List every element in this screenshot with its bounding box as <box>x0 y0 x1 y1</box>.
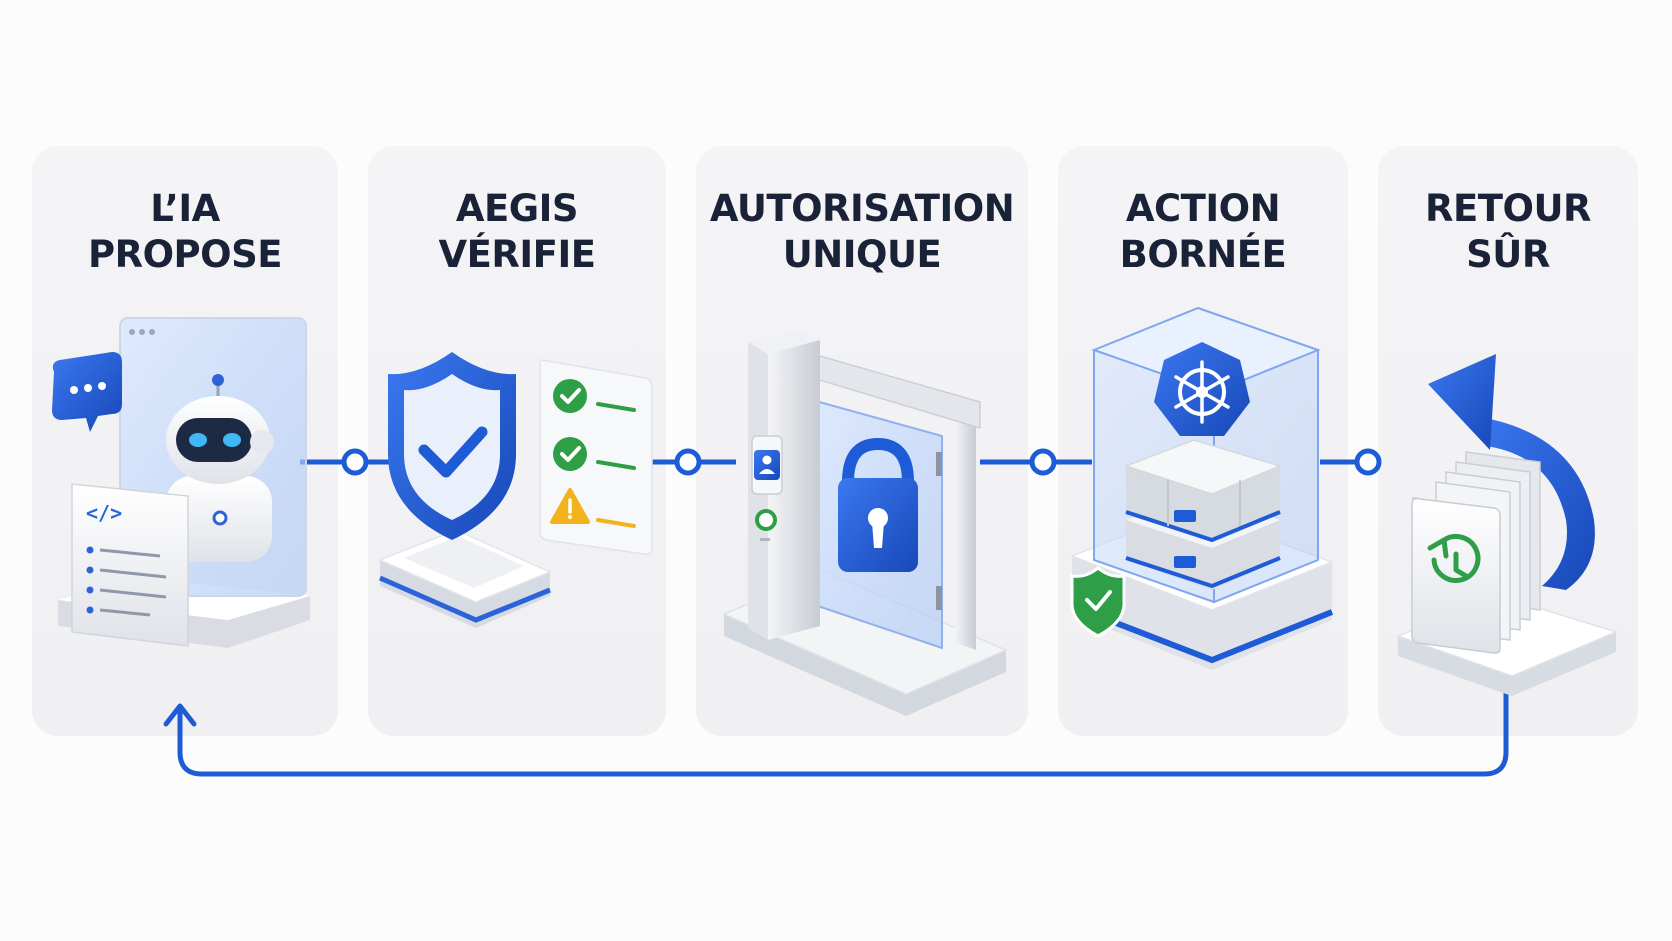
bounded-action-illustration <box>1069 306 1335 670</box>
robot-icon <box>166 374 274 562</box>
authorization-illustration <box>722 330 1008 716</box>
check-circle-icon <box>553 379 587 413</box>
chat-bubble-icon <box>52 352 122 432</box>
shield-check-icon <box>388 352 516 540</box>
step-title: RETOUR SÛR <box>1378 186 1638 278</box>
svg-text:</>: </> <box>86 501 122 525</box>
feedback-loop-arrow <box>163 687 1509 777</box>
step-title-line1: ACTION <box>1125 187 1281 230</box>
step-title-line1: AEGIS <box>455 187 579 230</box>
checklist-icon <box>539 359 653 556</box>
step-title: ACTION BORNÉE <box>1058 186 1348 278</box>
kubernetes-wheel-icon <box>1154 342 1250 436</box>
step-title-line1: RETOUR <box>1425 187 1592 230</box>
warning-icon <box>550 488 590 524</box>
aegis-verify-illustration <box>378 352 653 628</box>
connectors <box>300 448 1382 476</box>
history-stack-icon <box>1411 451 1541 654</box>
step-title-line2: PROPOSE <box>87 233 283 276</box>
code-document-icon: </> <box>71 483 189 647</box>
gate-icon <box>748 330 820 640</box>
check-circle-icon <box>553 437 587 471</box>
undo-arrow-icon <box>1428 354 1595 590</box>
connector-4-5 <box>1320 448 1382 476</box>
connector-1-2 <box>300 448 400 476</box>
step-title-line2: VÉRIFIE <box>438 233 596 276</box>
ai-propose-illustration: </> <box>52 317 310 648</box>
step-title: AUTORISATION UNIQUE <box>696 186 1028 278</box>
step-title-line2: BORNÉE <box>1119 233 1287 276</box>
server-blocks-icon <box>1123 439 1283 590</box>
shield-check-icon <box>1070 566 1126 638</box>
connector-3-4 <box>980 448 1092 476</box>
step-title-line2: UNIQUE <box>782 233 942 276</box>
step-title: L’IA PROPOSE <box>32 186 338 278</box>
step-title: AEGIS VÉRIFIE <box>368 186 666 278</box>
safe-return-illustration <box>1395 354 1619 696</box>
step-title-line1: AUTORISATION <box>709 187 1015 230</box>
connector-2-3 <box>640 448 736 476</box>
padlock-icon <box>838 437 918 572</box>
step-title-line2: SÛR <box>1466 233 1550 276</box>
step-title-line1: L’IA <box>150 187 220 230</box>
badge-reader-icon <box>751 435 783 541</box>
